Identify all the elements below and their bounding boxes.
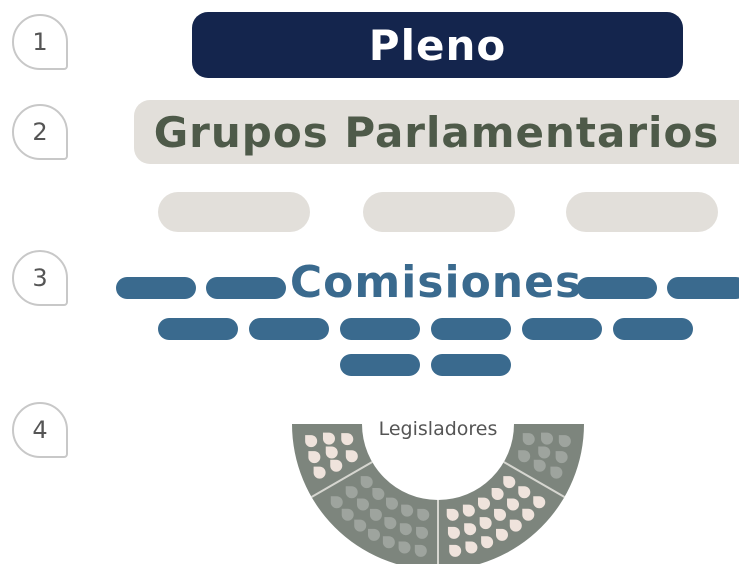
- seat-icon: [414, 544, 427, 557]
- step-badge-3: 3: [12, 250, 68, 306]
- grupo-bar: [363, 192, 515, 232]
- seat-icon: [447, 526, 460, 539]
- step-badge-2: 2: [12, 104, 68, 160]
- seat-icon: [533, 459, 546, 472]
- seat-icon: [446, 508, 459, 521]
- seat-icon: [369, 508, 382, 521]
- seat-icon: [496, 528, 508, 541]
- seat-icon: [330, 496, 343, 509]
- seat-icon: [494, 508, 507, 521]
- comision-bar: [522, 318, 602, 340]
- seat-icon: [478, 497, 490, 510]
- seat-icon: [308, 451, 321, 464]
- step-badge-4: 4: [12, 402, 68, 458]
- seat-icon: [401, 504, 414, 517]
- seat-icon: [462, 504, 475, 517]
- seat-icon: [491, 488, 504, 501]
- seat-icon: [518, 450, 531, 463]
- seat-icon: [555, 451, 568, 464]
- seat-icon: [345, 486, 358, 499]
- seat-icon: [341, 433, 354, 446]
- grupos-parlamentarios-label: Grupos Parlamentarios: [134, 100, 739, 164]
- grupo-bar: [566, 192, 718, 232]
- seat-icon: [398, 541, 411, 554]
- seat-icon: [356, 498, 369, 511]
- seat-icon: [503, 476, 516, 489]
- seat-icon: [322, 432, 335, 445]
- seat-icon: [313, 466, 326, 479]
- seat-icon: [533, 496, 546, 509]
- seat-icon: [522, 508, 535, 521]
- seat-icon: [479, 517, 492, 530]
- comision-bar: [116, 277, 196, 299]
- seat-icon: [541, 432, 554, 445]
- seat-icon: [465, 541, 478, 554]
- seat-icon: [449, 544, 462, 557]
- comision-bar: [340, 318, 420, 340]
- seat-icon: [509, 519, 522, 532]
- comisiones-label: Comisiones: [289, 256, 583, 308]
- comision-bar: [249, 318, 329, 340]
- pleno-label: Pleno: [192, 12, 683, 78]
- seat-icon: [305, 435, 318, 448]
- seat-icon: [325, 446, 338, 459]
- comision-bar: [577, 277, 657, 299]
- comision-bar: [431, 318, 511, 340]
- seat-icon: [372, 488, 385, 501]
- seat-icon: [360, 476, 373, 489]
- seat-icon: [558, 435, 571, 448]
- seat-icon: [464, 523, 477, 536]
- comision-bar: [613, 318, 693, 340]
- comision-bar: [431, 354, 511, 376]
- comision-bar: [206, 277, 286, 299]
- hemicycle-diagram: [292, 424, 584, 564]
- comision-bar: [158, 318, 238, 340]
- hemicycle-divider: [311, 461, 373, 498]
- seat-icon: [368, 528, 380, 541]
- comision-bar: [340, 354, 420, 376]
- seat-icon: [416, 526, 429, 539]
- seat-icon: [522, 433, 535, 446]
- hemicycle-divider: [503, 461, 565, 498]
- seat-icon: [481, 536, 494, 549]
- seat-icon: [417, 508, 430, 521]
- seat-icon: [399, 523, 412, 536]
- comision-bar: [667, 277, 739, 299]
- step-badge-1: 1: [12, 14, 68, 70]
- seat-icon: [345, 450, 358, 463]
- legisladores-label: Legisladores: [378, 418, 498, 440]
- seat-icon: [538, 446, 551, 459]
- hemicycle-seats: [305, 432, 571, 557]
- seat-icon: [354, 519, 367, 532]
- seat-icon: [550, 466, 563, 479]
- grupo-bar: [158, 192, 310, 232]
- seat-icon: [330, 459, 343, 472]
- seat-icon: [507, 498, 520, 511]
- seat-icon: [341, 508, 354, 521]
- seat-icon: [384, 517, 397, 530]
- seat-icon: [518, 486, 531, 499]
- seat-icon: [382, 536, 395, 549]
- seat-icon: [386, 497, 398, 510]
